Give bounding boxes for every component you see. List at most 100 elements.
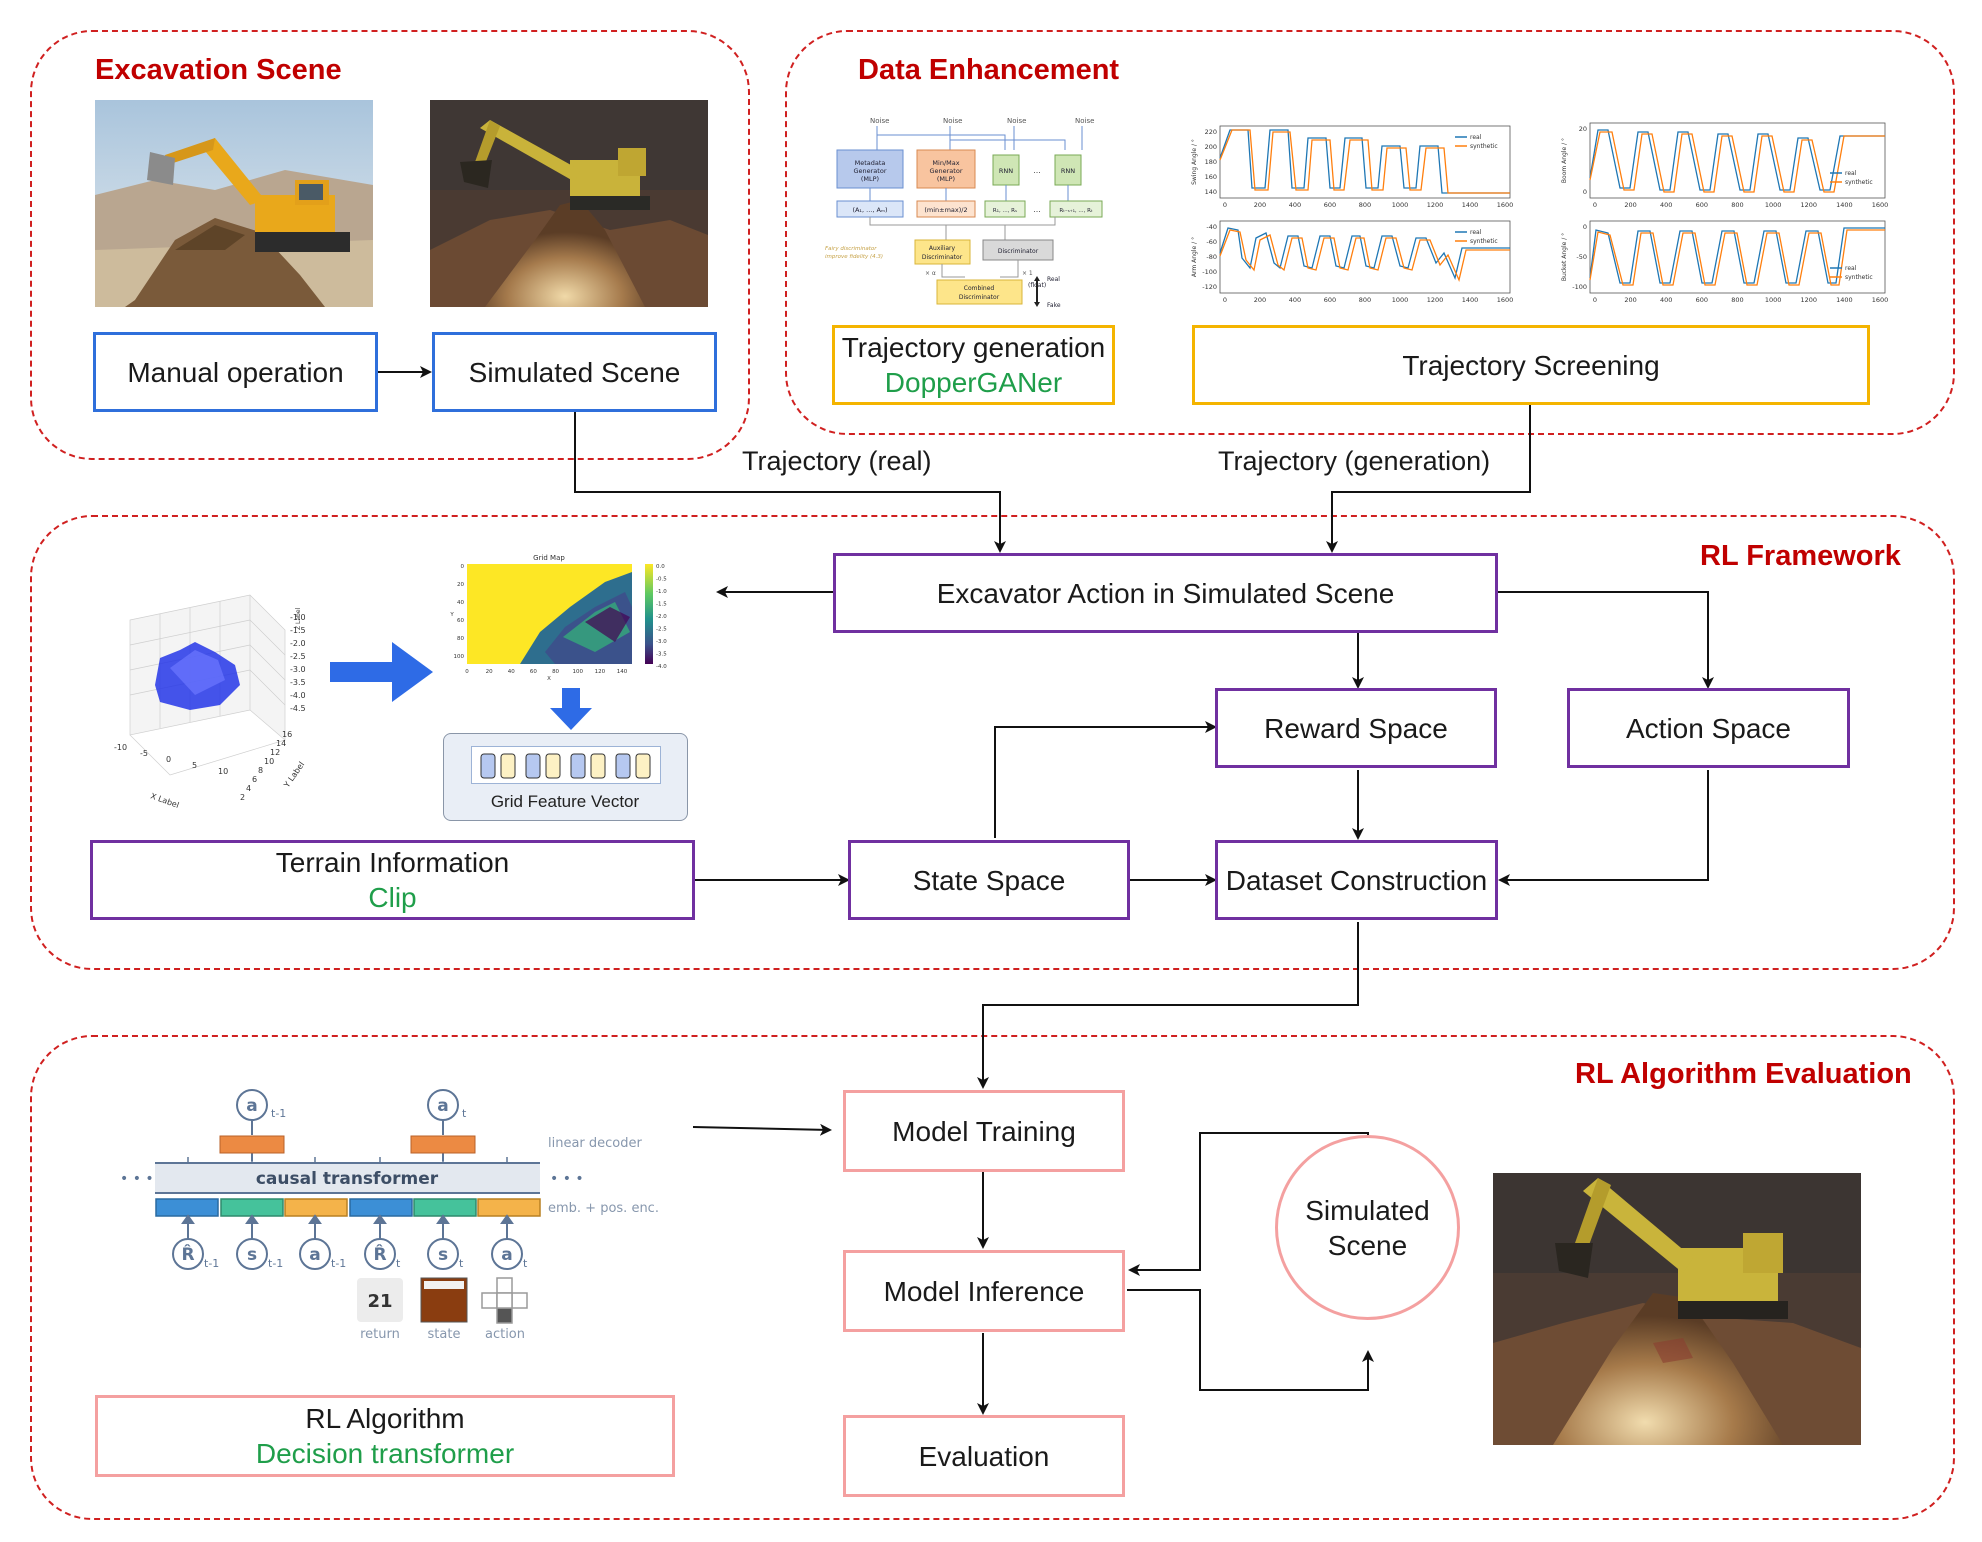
simulated-scene-loop-label: Scene (1327, 1229, 1408, 1261)
feature-vector-cells (480, 753, 651, 779)
terrain-y-tick: 10 (264, 757, 274, 766)
grid-x-tick: 140 (617, 669, 628, 675)
fake-label: Fake (1047, 302, 1061, 309)
traj-x-tick: 1400 (1462, 296, 1479, 304)
rl-evaluation-title: RL Algorithm Evaluation (1575, 1058, 1912, 1090)
terrain-information-label: Terrain Information (275, 847, 510, 878)
state-label: state (428, 1327, 461, 1342)
colorbar-tick: -0.5 (656, 577, 667, 583)
traj-y-tick: -100 (1572, 283, 1587, 291)
grid-y-tick: 40 (457, 600, 464, 606)
traj-y-tick: -40 (1206, 223, 1217, 231)
legend-synthetic-label: synthetic (1470, 143, 1498, 150)
model-inference-label: Model Inference (883, 1275, 1085, 1307)
r-block-text: Rₜ₋ₛ₊₁, ..., Rₜ (1059, 208, 1093, 214)
comb-disc-text: Discriminator (959, 294, 1000, 301)
grid-feature-vector-caption: Grid Feature Vector (490, 792, 640, 811)
traj-x-tick: 600 (1696, 201, 1708, 209)
colorbar-tick: -2.5 (656, 627, 667, 633)
rl-algorithm-label: RL Algorithm (305, 1403, 465, 1434)
terrain-z-tick: -3.0 (290, 665, 306, 674)
legend-real-label: real (1845, 265, 1857, 272)
data-enhancement-title: Data Enhancement (858, 54, 1120, 86)
model-training-box: Model Training (843, 1090, 1125, 1172)
terrain-y-tick: 2 (240, 793, 245, 802)
traj-x-tick: 1600 (1497, 201, 1514, 209)
model-training-label: Model Training (892, 1115, 1076, 1147)
grid-x-tick: 40 (508, 669, 515, 675)
grid-map-title: Grid Map (533, 554, 565, 562)
terrain-z-tick: -1.0 (290, 613, 306, 622)
simulated-scene-box: Simulated Scene (432, 332, 717, 412)
minmax-block-text: (min±max)/2 (924, 206, 967, 214)
edge-screening-to-action (1326, 405, 1531, 553)
terrain-to-grid-arrow (330, 642, 433, 702)
edge-inference-to-sim (1127, 1289, 1374, 1391)
traj-x-tick: 0 (1593, 296, 1597, 304)
rl-framework-region (30, 515, 1955, 970)
note-text: Fairy discriminator (825, 246, 877, 252)
noise-label: Noise (870, 117, 889, 125)
colorbar-tick: -3.5 (656, 652, 667, 658)
dots-text: ... (1033, 166, 1041, 175)
terrain-y-tick: 14 (276, 739, 286, 748)
edge-sim-to-inference (1128, 1132, 1369, 1276)
grid-y-tick: 0 (461, 564, 465, 570)
traj-y-tick: 180 (1205, 158, 1217, 166)
legend-synthetic-label: synthetic (1845, 179, 1873, 186)
terrain-x-tick: 10 (218, 767, 228, 776)
traj-x-tick: 400 (1660, 296, 1672, 304)
action-label: action (485, 1327, 525, 1342)
dataset-construction-box: Dataset Construction (1215, 840, 1498, 920)
a-block-text: (A₁, ..., Aₘ) (852, 206, 887, 214)
simulated-scene-loop-label: Simulated (1305, 1194, 1430, 1226)
action-output-symbol: a (437, 1096, 448, 1116)
metadata-gen-text: (MLP) (861, 175, 879, 183)
terrain-z-tick: -1.5 (290, 626, 306, 635)
ellipsis-left: • • • (120, 1171, 154, 1187)
rnn-text: RNN (999, 167, 1013, 175)
terrain-y-tick: 4 (246, 784, 251, 793)
rl-framework-title: RL Framework (1700, 540, 1901, 572)
colorbar-tick: -3.0 (656, 639, 667, 645)
edge-dt-to-training (692, 1123, 832, 1136)
aux-disc-text: Discriminator (922, 254, 963, 261)
traj-x-tick: 0 (1223, 296, 1227, 304)
grid-feature-vector-panel: Grid Feature Vector (443, 733, 688, 821)
rnn-text: RNN (1061, 167, 1075, 175)
minmax-gen-text: Min/Max (932, 159, 959, 167)
grid-x-axis-label: X (547, 676, 551, 682)
metadata-gen-text: Metadata (855, 159, 886, 167)
traj-y-tick: 20 (1579, 125, 1587, 133)
traj-axis-label: Swing Angle / ° (1191, 139, 1198, 185)
trajectory-generation-label: Trajectory generation (841, 332, 1106, 363)
edge-simulated-to-action (574, 412, 1006, 553)
traj-x-tick: 1400 (1836, 296, 1853, 304)
input-token-symbol: s (438, 1245, 448, 1265)
action-output-sub: t (462, 1107, 467, 1120)
traj-x-tick: 400 (1289, 201, 1301, 209)
disc-text: Discriminator (998, 248, 1039, 255)
ellipsis-right: • • • (550, 1171, 584, 1187)
reward-space-box: Reward Space (1215, 688, 1497, 768)
grid-x-tick: 20 (486, 669, 493, 675)
simulated-scene-label: Simulated Scene (468, 356, 681, 388)
traj-axis-label: Bucket Angle / ° (1561, 233, 1568, 281)
traj-x-tick: 800 (1731, 201, 1743, 209)
traj-x-tick: 800 (1731, 296, 1743, 304)
terrain-y-tick: 8 (258, 766, 263, 775)
terrain-z-tick: -3.5 (290, 678, 306, 687)
traj-x-tick: 600 (1696, 296, 1708, 304)
trajectory-screening-box: Trajectory Screening (1192, 325, 1870, 405)
traj-x-tick: 1600 (1872, 201, 1889, 209)
excavator-action-label: Excavator Action in Simulated Scene (936, 577, 1395, 609)
terrain-y-tick: 6 (252, 775, 257, 784)
noise-label: Noise (943, 117, 962, 125)
legend-real-label: real (1470, 134, 1482, 141)
terrain-z-label: Z Label (295, 607, 302, 630)
grid-x-tick: 120 (595, 669, 606, 675)
traj-axis-label: Boom Angle / ° (1561, 138, 1568, 183)
input-token-symbol: s (247, 1245, 257, 1265)
